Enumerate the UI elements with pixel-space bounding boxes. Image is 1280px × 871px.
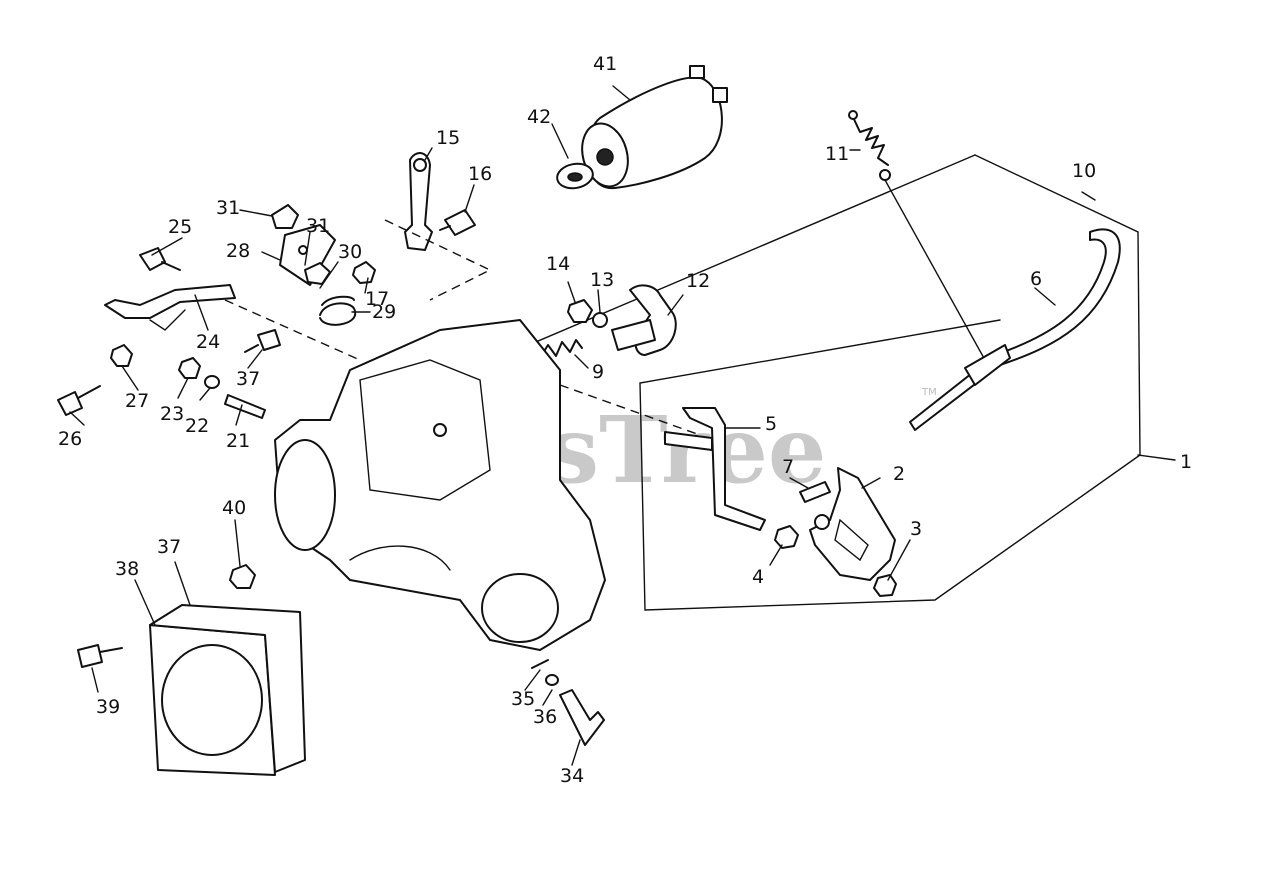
callout-9: 9 xyxy=(592,361,604,383)
pin-21 xyxy=(224,394,266,419)
callout-29: 29 xyxy=(372,301,396,323)
callout-42: 42 xyxy=(527,106,551,128)
callout-38: 38 xyxy=(115,558,139,580)
lever-15 xyxy=(404,152,433,251)
starter-solenoid xyxy=(581,65,728,190)
bolt-34 xyxy=(531,659,605,746)
cable-spring xyxy=(848,110,986,361)
callout-37a: 37 xyxy=(236,368,260,390)
callout-24: 24 xyxy=(196,331,220,353)
watermark-trademark: TM xyxy=(921,387,937,398)
solenoid-washer xyxy=(556,162,594,190)
callout-35: 35 xyxy=(511,688,535,710)
spring-29 xyxy=(319,295,357,326)
callout-16: 16 xyxy=(468,163,492,185)
callout-6: 6 xyxy=(1030,268,1042,290)
callout-22: 22 xyxy=(185,415,209,437)
bolt-37a xyxy=(244,329,281,353)
callout-27: 27 xyxy=(125,390,149,412)
nut-17 xyxy=(352,261,376,284)
callout-31a: 31 xyxy=(216,197,240,219)
callout-17: 17 xyxy=(365,288,389,310)
callout-2: 2 xyxy=(893,463,905,485)
bolt-39 xyxy=(77,644,123,668)
callout-39: 39 xyxy=(96,696,120,718)
callout-40: 40 xyxy=(222,497,246,519)
leader-lines xyxy=(69,85,1176,766)
callout-30: 30 xyxy=(338,241,362,263)
callout-36: 36 xyxy=(533,706,557,728)
nut-3 xyxy=(873,574,897,597)
callout-12: 12 xyxy=(686,270,710,292)
leader-dash-a xyxy=(384,219,492,301)
callout-13: 13 xyxy=(590,269,614,291)
housing xyxy=(274,319,606,651)
washer-22 xyxy=(204,375,220,389)
callout-34: 34 xyxy=(560,765,584,787)
bolt-16 xyxy=(439,209,476,236)
callout-14: 14 xyxy=(546,253,570,275)
callout-4: 4 xyxy=(752,566,764,588)
nut-31b xyxy=(304,262,331,285)
callout-15: 15 xyxy=(436,127,460,149)
callout-5: 5 xyxy=(765,413,777,435)
callout-7: 7 xyxy=(782,456,794,478)
nut-27 xyxy=(110,344,133,367)
governor-plate xyxy=(809,467,896,581)
throttle-rod xyxy=(909,228,1121,431)
nut-40 xyxy=(229,564,256,589)
gasket-38 xyxy=(149,624,276,776)
leader-dash-b xyxy=(224,299,361,361)
callout-41: 41 xyxy=(593,53,617,75)
spring-9 xyxy=(539,339,701,436)
nut-4 xyxy=(774,525,799,549)
bolt-7 xyxy=(799,481,831,503)
callout-28: 28 xyxy=(226,240,250,262)
nut-23 xyxy=(178,357,201,379)
gasket-37 xyxy=(149,604,306,773)
callout-3: 3 xyxy=(910,518,922,540)
callout-11: 11 xyxy=(825,143,849,165)
throttle-lever xyxy=(567,284,677,356)
callout-1: 1 xyxy=(1180,451,1192,473)
cover-plate xyxy=(279,224,336,286)
callout-21: 21 xyxy=(226,430,250,452)
bolt-25 xyxy=(139,247,181,271)
callout-26: 26 xyxy=(58,428,82,450)
callout-37b: 37 xyxy=(157,536,181,558)
governor-link xyxy=(104,284,236,331)
callout-31b: 31 xyxy=(306,215,330,237)
bracket xyxy=(664,407,766,531)
callout-23: 23 xyxy=(160,403,184,425)
bolt-26 xyxy=(57,385,101,416)
nut-31a xyxy=(271,204,299,229)
callout-10: 10 xyxy=(1072,160,1096,182)
callout-25: 25 xyxy=(168,216,192,238)
